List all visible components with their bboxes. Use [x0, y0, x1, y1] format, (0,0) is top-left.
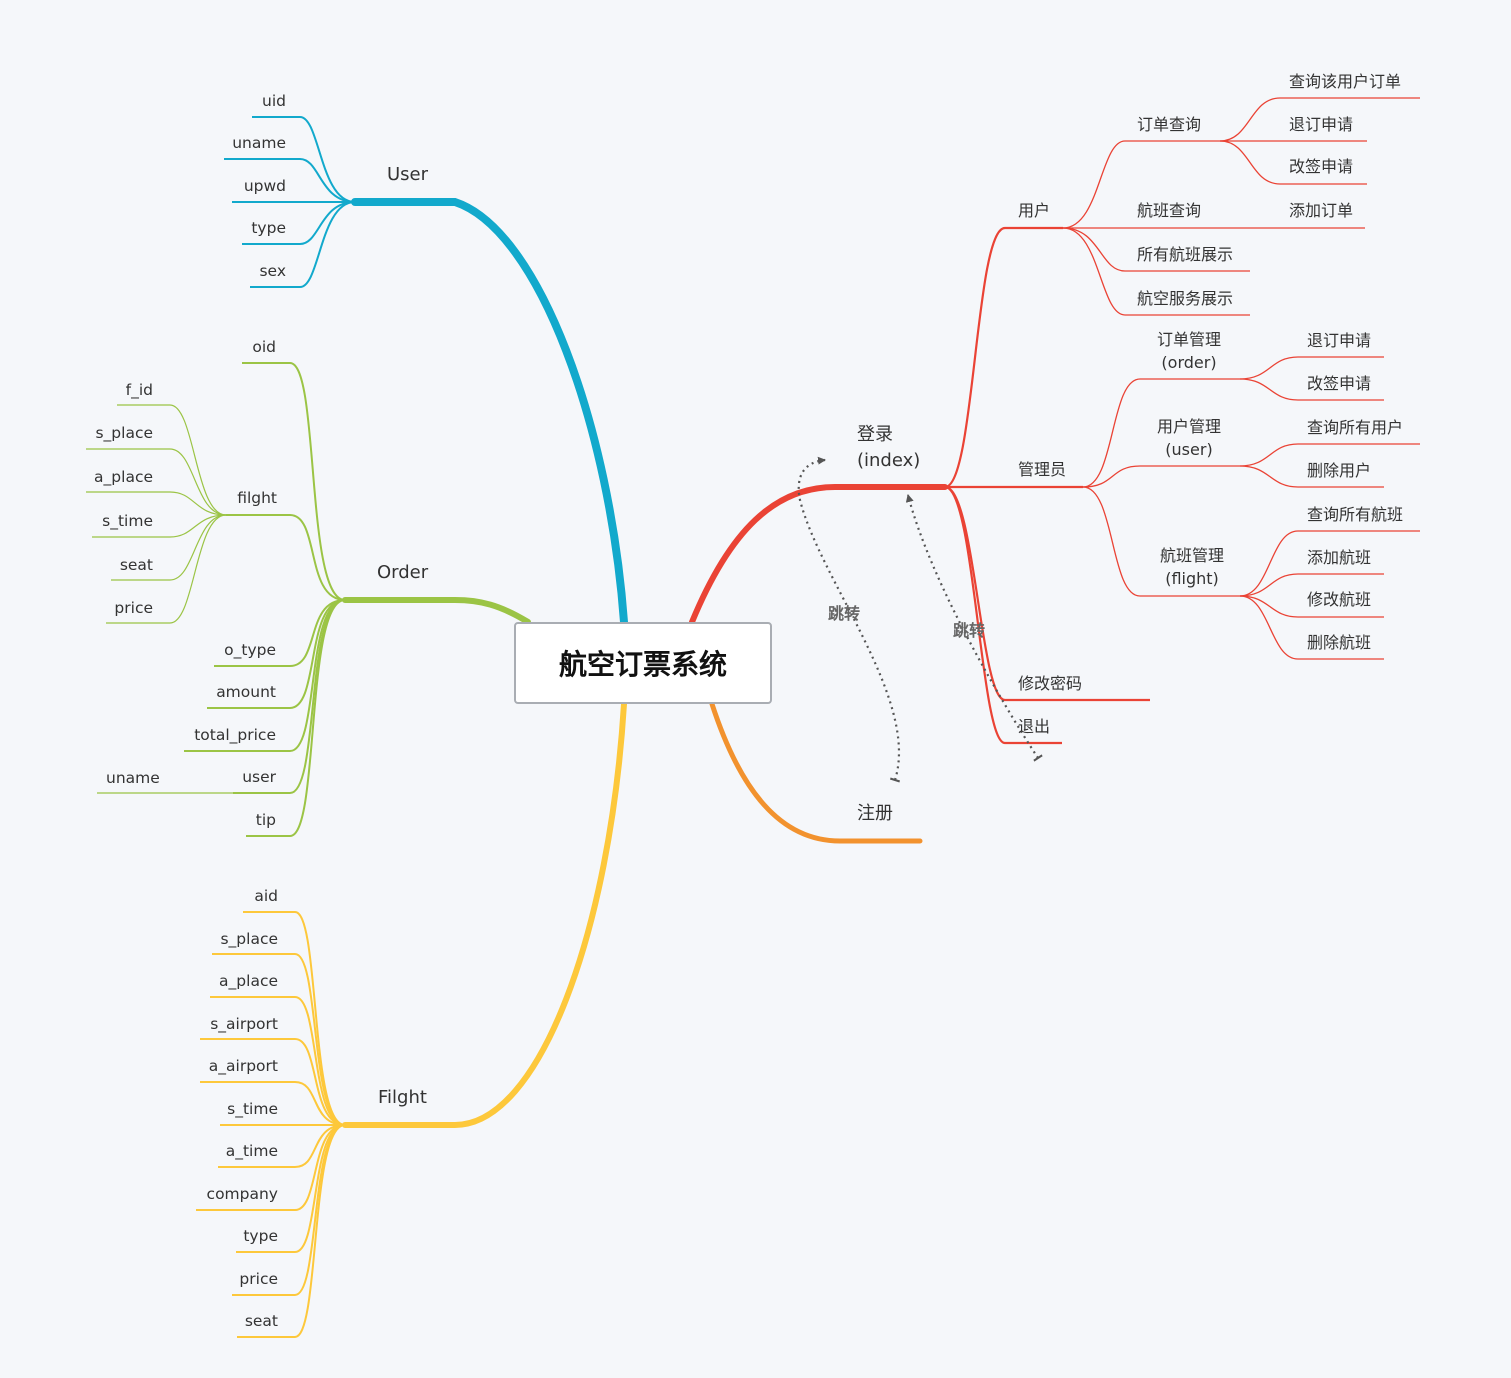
branch-user-trunk [351, 198, 628, 626]
order-mgmt-label[interactable]: 订单管理 (order) [1150, 328, 1228, 374]
order-field-total-price[interactable]: total_price [194, 726, 276, 744]
branch-login-trunk [689, 484, 948, 625]
relation-label-register: 跳转 [828, 604, 861, 623]
relation-logout-to-login [905, 494, 1043, 762]
flight-mgmt-line1: 航班管理 [1159, 546, 1224, 565]
flight-mgmt-item-4[interactable]: 删除航班 [1307, 633, 1372, 652]
login-label-line2: (index) [857, 450, 921, 471]
order-mgmt-line2: (order) [1161, 353, 1217, 372]
flight-branch-label[interactable]: Filght [378, 1087, 427, 1108]
filght-field-a-place[interactable]: a_place [94, 468, 153, 486]
user-field-upwd[interactable]: upwd [243, 177, 286, 195]
order-query-label[interactable]: 订单查询 [1137, 115, 1202, 134]
branch-order-trunk [342, 597, 531, 625]
user-role-edges [1062, 97, 1420, 316]
login-child-edges [944, 226, 1150, 745]
filght-field-s-place[interactable]: s_place [95, 424, 153, 442]
flight-field-a-place[interactable]: a_place [219, 972, 278, 990]
flight-field-company[interactable]: company [206, 1185, 278, 1203]
login-branch-label[interactable]: 登录 (index) [857, 422, 920, 474]
flight-field-price[interactable]: price [239, 1270, 278, 1288]
user-field-sex[interactable]: sex [259, 262, 286, 280]
order-user-field-uname[interactable]: uname [106, 769, 160, 787]
user-branch-label[interactable]: User [387, 164, 429, 185]
order-field-oid[interactable]: oid [252, 338, 276, 356]
flight-field-seat[interactable]: seat [244, 1312, 278, 1330]
user-mgmt-item-2[interactable]: 删除用户 [1307, 461, 1372, 480]
order-field-tip[interactable]: tip [255, 811, 276, 829]
flight-mgmt-item-2[interactable]: 添加航班 [1307, 548, 1372, 567]
all-flights-label[interactable]: 所有航班展示 [1137, 245, 1234, 264]
filght-field-edges [86, 404, 227, 624]
order-mgmt-line1: 订单管理 [1156, 330, 1221, 349]
flight-mgmt-label[interactable]: 航班管理 (flight) [1150, 544, 1234, 590]
flight-mgmt-line2: (flight) [1165, 569, 1219, 588]
login-label-line1: 登录 [857, 424, 893, 445]
filght-field-price[interactable]: price [114, 599, 153, 617]
flight-mgmt-item-3[interactable]: 修改航班 [1307, 590, 1372, 609]
user-mgmt-line2: (user) [1165, 440, 1213, 459]
logout-label[interactable]: 退出 [1018, 717, 1051, 736]
role-user-label[interactable]: 用户 [1018, 201, 1051, 220]
admin-role-edges [1082, 356, 1420, 660]
services-label[interactable]: 航空服务展示 [1137, 289, 1234, 308]
order-branch-label[interactable]: Order [377, 562, 429, 583]
central-topic[interactable]: 航空订票系统 [514, 622, 772, 704]
flight-query-label[interactable]: 航班查询 [1137, 201, 1202, 220]
order-query-item-2[interactable]: 退订申请 [1289, 115, 1354, 134]
flight-field-aid[interactable]: aid [254, 887, 278, 905]
user-field-type[interactable]: type [251, 219, 286, 237]
order-mgmt-item-2[interactable]: 改签申请 [1307, 374, 1372, 393]
user-field-uname[interactable]: uname [232, 134, 286, 152]
order-field-edges [184, 362, 346, 837]
filght-field-f-id[interactable]: f_id [125, 381, 153, 399]
relation-register-to-login [797, 456, 901, 783]
filght-field-s-time[interactable]: s_time [102, 512, 153, 530]
order-field-o-type[interactable]: o_type [224, 641, 276, 659]
flight-field-edges [196, 911, 346, 1338]
flight-mgmt-item-1[interactable]: 查询所有航班 [1307, 505, 1404, 524]
change-password-label[interactable]: 修改密码 [1018, 674, 1083, 693]
filght-field-seat[interactable]: seat [119, 556, 153, 574]
flight-field-a-time[interactable]: a_time [225, 1142, 278, 1160]
branch-register-trunk [709, 701, 923, 844]
user-mgmt-item-1[interactable]: 查询所有用户 [1307, 418, 1404, 437]
flight-field-s-place[interactable]: s_place [220, 930, 278, 948]
user-mgmt-label[interactable]: 用户管理 (user) [1150, 415, 1228, 461]
flight-field-s-time[interactable]: s_time [227, 1100, 278, 1118]
order-field-amount[interactable]: amount [216, 683, 276, 701]
order-query-item-3[interactable]: 改签申请 [1289, 157, 1354, 176]
flight-query-item[interactable]: 添加订单 [1289, 201, 1354, 220]
flight-field-type[interactable]: type [243, 1227, 278, 1245]
register-branch-label[interactable]: 注册 [857, 803, 893, 824]
user-field-edges [224, 116, 356, 288]
relation-label-logout: 跳转 [953, 621, 986, 640]
role-admin-label[interactable]: 管理员 [1018, 460, 1067, 479]
order-field-user[interactable]: user [242, 768, 276, 786]
order-mgmt-item-1[interactable]: 退订申请 [1307, 331, 1372, 350]
branch-flight-trunk [342, 701, 627, 1128]
order-field-filght[interactable]: filght [237, 489, 277, 507]
user-field-uid[interactable]: uid [262, 92, 286, 110]
order-query-item-1[interactable]: 查询该用户订单 [1289, 72, 1402, 91]
flight-field-s-airport[interactable]: s_airport [210, 1015, 278, 1033]
flight-field-a-airport[interactable]: a_airport [208, 1057, 278, 1075]
user-mgmt-line1: 用户管理 [1156, 417, 1221, 436]
